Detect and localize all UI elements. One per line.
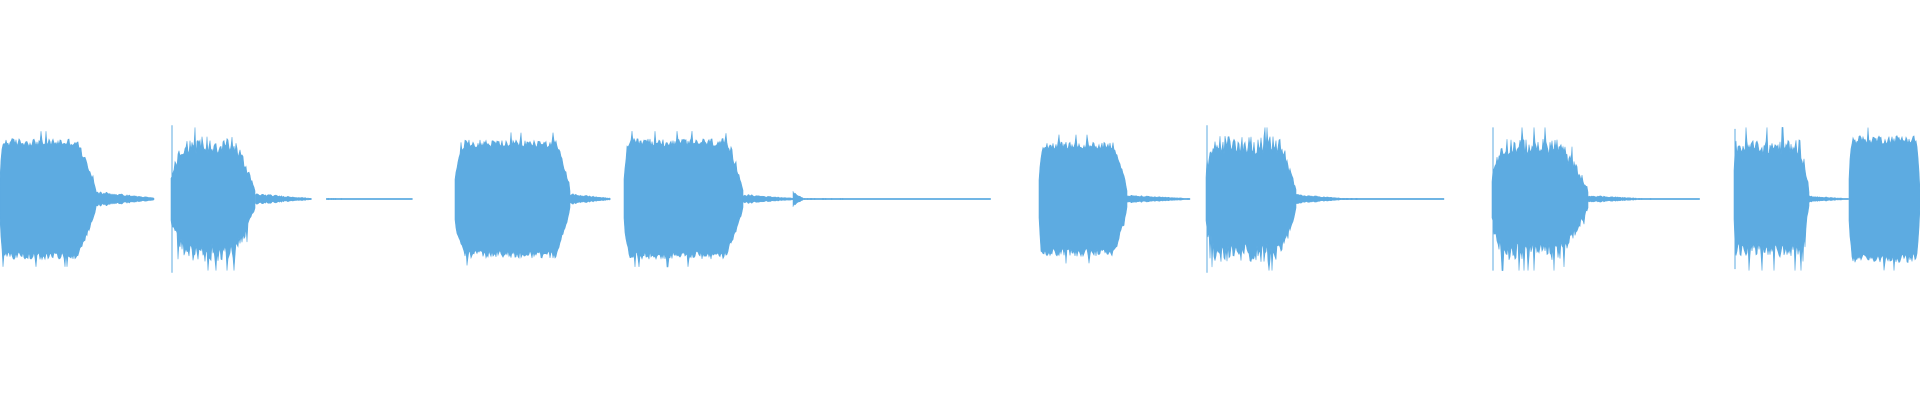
waveform-tail-3	[326, 197, 413, 201]
waveform-tail-2	[255, 193, 312, 205]
waveform-tail-5	[742, 194, 798, 204]
waveform-tails	[95, 191, 1849, 207]
waveform-tail-4	[569, 193, 611, 205]
waveform-tail-8	[1126, 194, 1191, 204]
waveform-tail-10	[1343, 197, 1445, 201]
waveform-tail-1	[95, 191, 155, 207]
waveform-tail-13	[1808, 195, 1849, 203]
waveform-clip-5	[1038, 134, 1128, 264]
waveform-clip-8	[1733, 127, 1810, 271]
waveform-tail-9	[1295, 193, 1345, 205]
waveform-clip-2	[170, 127, 256, 271]
waveform-tail-12	[1641, 198, 1700, 200]
waveform-clip-3	[454, 132, 571, 266]
waveform-clip-4	[623, 130, 744, 268]
waveform-tail-6	[792, 191, 804, 207]
waveform-clips	[0, 125, 1920, 273]
waveform-tail-11	[1587, 195, 1643, 203]
waveform-clip-9	[1848, 127, 1920, 271]
waveform-clip-6	[1205, 127, 1297, 271]
waveform-clip-1	[0, 131, 97, 267]
waveform-tail-7	[802, 198, 991, 200]
waveform-clip-7	[1491, 127, 1589, 271]
